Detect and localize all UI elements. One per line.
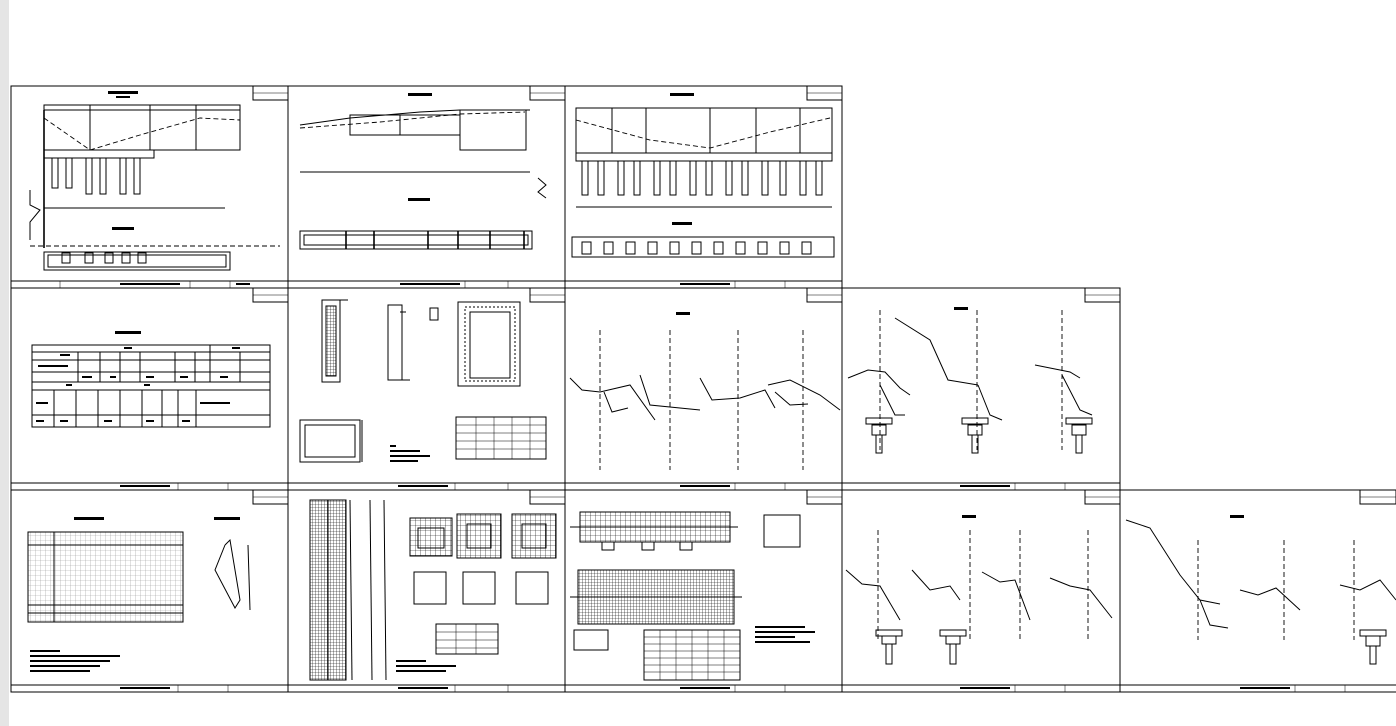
sheet-cross-sections-2[interactable]: [841, 287, 1121, 491]
sheet-cross-sections-1[interactable]: [564, 287, 843, 491]
sheet-cross-sections-3[interactable]: [841, 489, 1121, 693]
parameter-table: [27, 531, 184, 623]
title-block: [11, 280, 288, 288]
sheet-rebar-detail[interactable]: [287, 489, 566, 693]
sheet-quantity-table[interactable]: [10, 287, 289, 491]
viewer-margin: [0, 0, 9, 726]
sheet-cross-sections-4[interactable]: [1119, 489, 1396, 693]
sheet-detail-1[interactable]: [287, 287, 566, 491]
sheet-elevation-1[interactable]: [10, 85, 289, 289]
sheet-parameter-table[interactable]: [10, 489, 289, 693]
quantity-table: [31, 344, 271, 428]
sheet-elevation-2[interactable]: [287, 85, 566, 289]
sheet-grid-plan[interactable]: [564, 489, 843, 693]
sheet-elevation-3[interactable]: [564, 85, 843, 289]
